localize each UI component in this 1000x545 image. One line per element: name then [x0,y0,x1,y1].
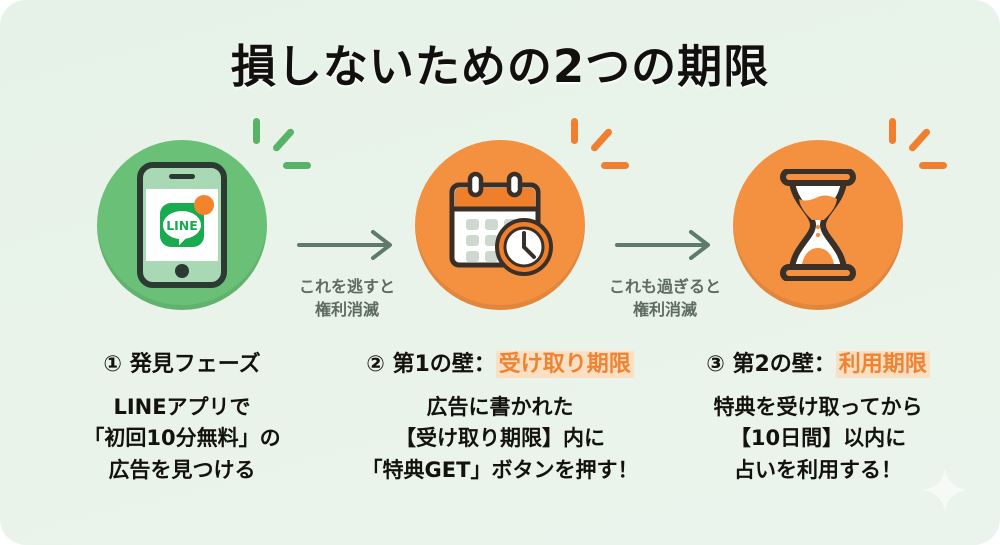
step-3-body-line-2: 【10日間】以内に [729,426,907,451]
spark-horizontal-icon [919,162,947,169]
svg-text:LINE: LINE [166,218,198,233]
spark-vertical-icon [889,118,896,144]
hourglass-icon [780,169,856,281]
step-2-body: 広告に書かれた 【受け取り期限】内に 「特典GET」ボタンを押す！ [350,392,650,485]
step-2-spark-group [565,116,639,178]
step-3-body-line-3: 占いを利用する！ [734,457,902,482]
step-1-heading-plain: ① 発見フェーズ [103,352,261,377]
spark-vertical-icon [571,118,578,144]
spark-diagonal-icon [907,127,932,153]
step-3-heading-highlight: 利用期限 [835,351,930,378]
step-1-spark-group [247,116,321,178]
step-3-spark-group [883,116,957,178]
step-3-heading-plain: ③ 第2の壁： [706,352,836,377]
connector-2-line-1: これも過ぎると [608,277,721,296]
step-2-heading-plain: ② 第1の壁： [366,352,496,377]
connector-2-label: これも過ぎると 権利消滅 [590,276,740,321]
step-column-1: LINE ① 発見フェーズ LINEアプリで 「初回10分無料」の 広告を見つけ… [32,118,332,486]
step-2-body-line-1: 広告に書かれた [426,395,574,420]
step-2-body-line-2: 【受け取り期限】内に [395,426,605,451]
spark-horizontal-icon [283,162,311,169]
step-2-heading-highlight: 受け取り期限 [495,351,634,378]
spark-diagonal-icon [589,127,614,153]
sparkle-icon [922,467,968,513]
step-1-body: LINEアプリで 「初回10分無料」の 広告を見つける [32,392,332,485]
step-1-body-line-3: 広告を見つける [108,457,256,482]
spark-horizontal-icon [601,162,629,169]
arrow-right-icon [297,230,392,260]
step-1-body-line-1: LINEアプリで [113,395,251,420]
spark-vertical-icon [253,118,260,144]
step-3-body-line-1: 特典を受け取ってから [713,395,923,420]
step-2-body-line-3: 「特典GET」ボタンを押す！ [361,457,639,482]
page-title: 損しないための2つの期限 [230,40,770,93]
calendar-clock-icon [449,171,553,276]
connector-2-line-2: 権利消滅 [632,299,697,319]
connector-2: これも過ぎると 権利消滅 [590,228,740,321]
spark-diagonal-icon [271,127,296,153]
smartphone-line-app-icon: LINE [137,162,227,288]
connector-1-line-1: これを逃すと [298,277,395,296]
step-1-heading: ① 発見フェーズ [32,352,332,378]
step-3-body: 特典を受け取ってから 【10日間】以内に 占いを利用する！ [668,392,968,485]
step-column-2: ② 第1の壁：受け取り期限 広告に書かれた 【受け取り期限】内に 「特典GET」… [350,118,650,486]
arrow-right-icon [615,230,710,260]
connector-1-label: これを逃すと 権利消滅 [272,276,422,321]
connector-1-line-2: 権利消滅 [314,299,379,319]
step-3-icon-circle [733,118,947,310]
step-1-icon-circle: LINE [97,118,311,310]
connector-1: これを逃すと 権利消滅 [272,228,422,321]
step-column-3: ③ 第2の壁：利用期限 特典を受け取ってから 【10日間】以内に 占いを利用する… [668,118,968,486]
step-2-icon-circle [415,118,629,310]
step-2-heading: ② 第1の壁：受け取り期限 [350,351,650,378]
step-1-body-line-2: 「初回10分無料」の [83,426,281,451]
step-3-heading: ③ 第2の壁：利用期限 [668,351,968,378]
